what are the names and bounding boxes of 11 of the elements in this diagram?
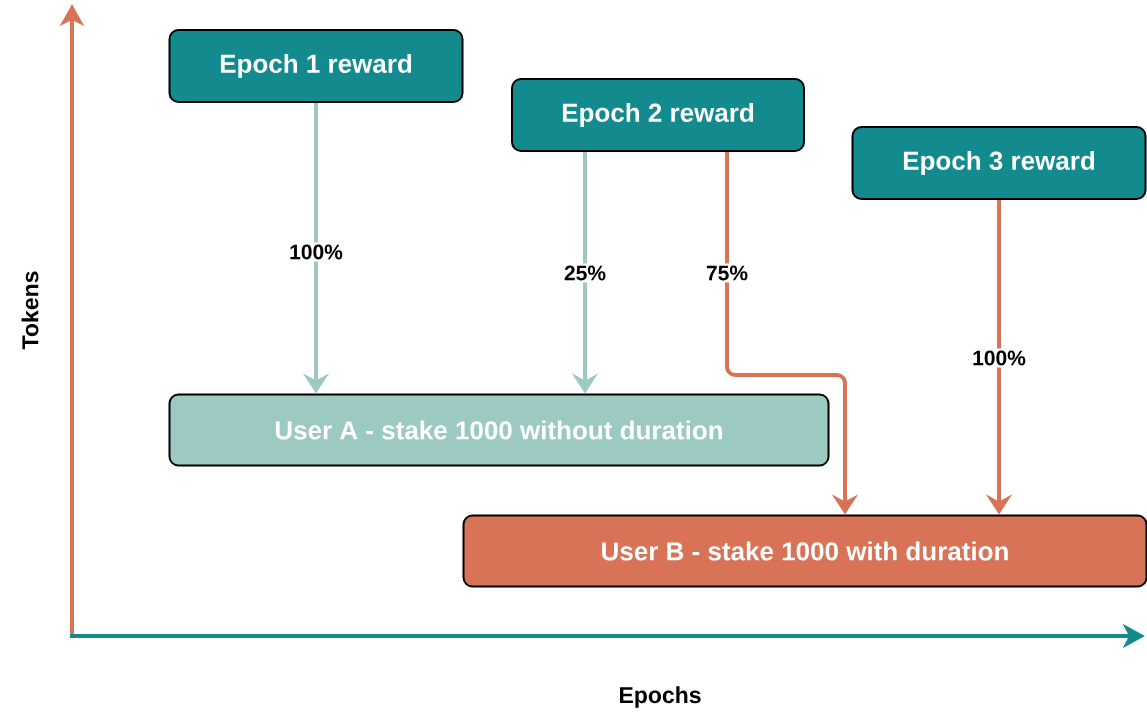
- edge-label: 75%: [704, 263, 751, 283]
- reward-box: Epoch 2 reward: [511, 78, 805, 152]
- reward-box: Epoch 1 reward: [168, 29, 464, 103]
- reward-box: Epoch 3 reward: [851, 126, 1147, 200]
- edge-label: 25%: [562, 263, 608, 283]
- edge-label: 100%: [970, 348, 1028, 368]
- axis-label: Epochs: [620, 686, 701, 708]
- user-box: User A - stake 1000 without duration: [168, 393, 830, 467]
- edge-label: 100%: [287, 242, 345, 262]
- axis-label: Tokens: [21, 271, 39, 350]
- user-box: User B - stake 1000 with duration: [462, 514, 1147, 588]
